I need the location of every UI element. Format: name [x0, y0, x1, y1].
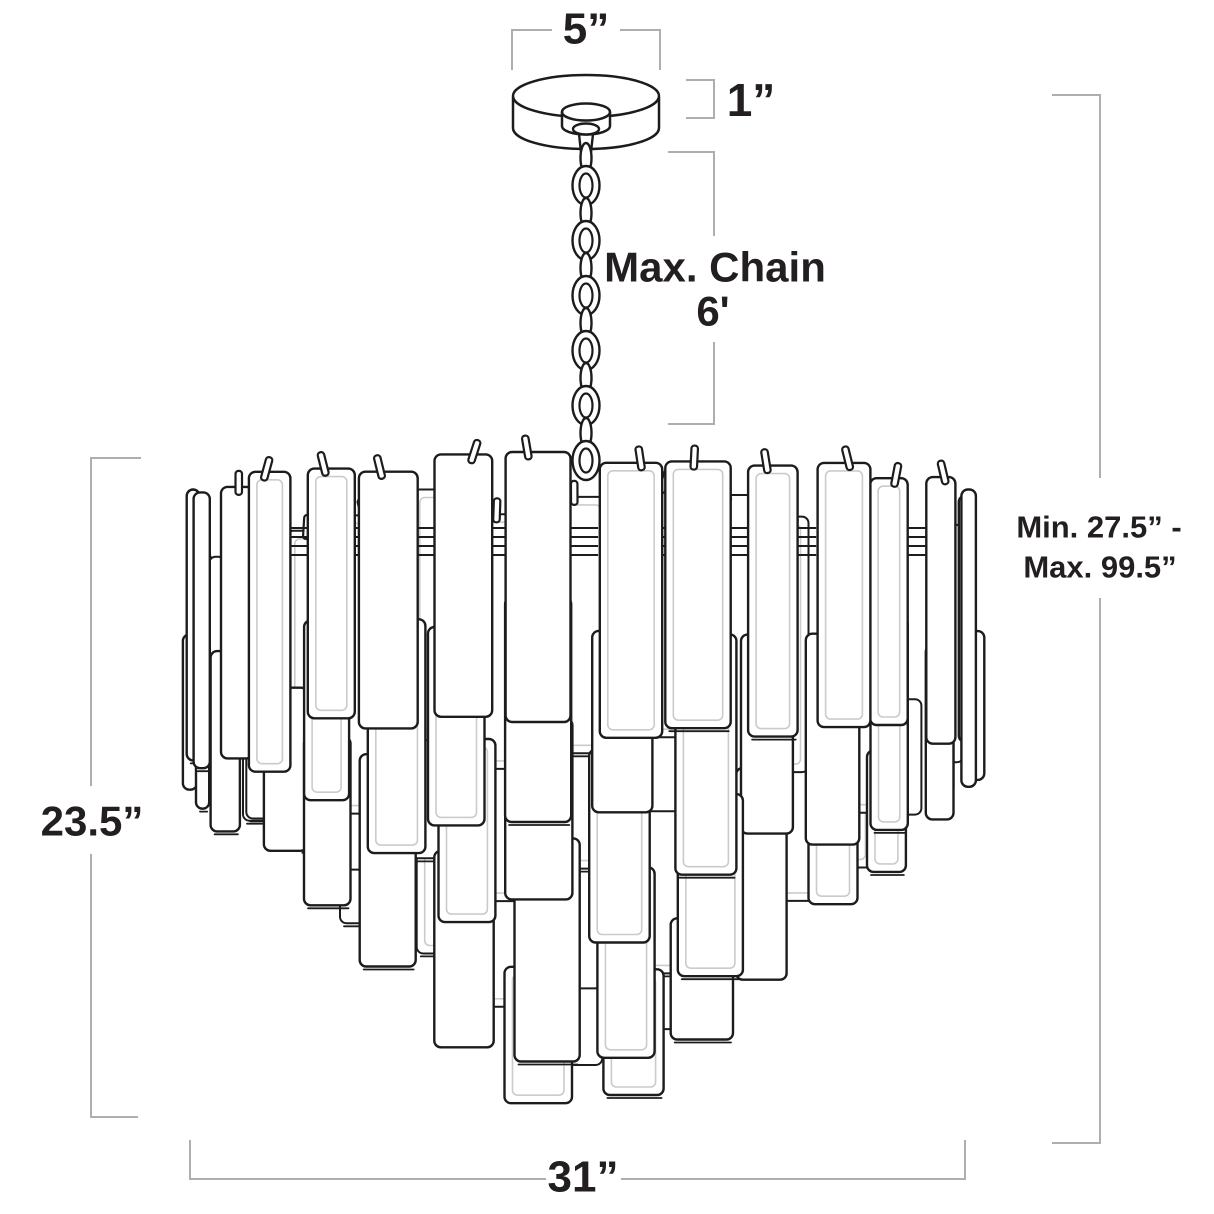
- glass-strip: [925, 475, 957, 745]
- hanging-pin: [372, 454, 386, 480]
- hanging-pin: [569, 479, 579, 506]
- max-chain-bracket: [668, 151, 715, 425]
- hanging-pin: [936, 459, 950, 486]
- glass-strip-inner-edge: [672, 468, 724, 721]
- canopy-collar-top: [560, 102, 612, 122]
- hanging-pin: [634, 445, 646, 472]
- canopy-height-bracket: [686, 79, 715, 119]
- hanging-chain: [571, 141, 601, 482]
- canopy-neck: [571, 122, 601, 136]
- hanging-height-label-line1: Min. 27.5” -: [1016, 510, 1181, 545]
- hanging-pin: [890, 461, 903, 488]
- canopy-height-label: 1”: [727, 74, 776, 126]
- glass-strip-body: [181, 434, 986, 1105]
- canopy-width-label: 5”: [563, 5, 609, 54]
- dimension-annotations: 5” 1” Max. Chain 6' Min. 27.5” - Max. 99…: [41, 5, 1182, 1202]
- chain-link-inner: [578, 447, 594, 474]
- canopy-width-bracket: [511, 29, 661, 70]
- glass-strip-inner-edge: [877, 485, 901, 718]
- glass-strip: [357, 470, 419, 730]
- hanging-pin: [259, 455, 274, 482]
- glass-strip: [306, 467, 356, 720]
- hanging-pin: [689, 444, 700, 471]
- glass-strip: [746, 464, 799, 738]
- glass-strip: [504, 450, 572, 724]
- hanging-pin: [492, 497, 502, 524]
- hanging-height-bracket: [1052, 94, 1101, 1144]
- glass-strip: [433, 453, 494, 718]
- hanging-pin: [467, 438, 482, 465]
- glass-strip-inner-edge: [755, 472, 791, 730]
- chandelier-line-art: [181, 73, 986, 1105]
- hanging-pin: [316, 451, 330, 477]
- glass-strip-inner-edge: [606, 469, 655, 731]
- hanging-pin: [234, 469, 244, 497]
- glass-strip: [816, 461, 872, 729]
- glass-strip: [192, 491, 212, 770]
- hanging-pin: [841, 445, 855, 472]
- glass-strip: [664, 460, 732, 730]
- hanging-pin: [760, 448, 772, 475]
- glass-strip: [960, 488, 978, 788]
- glass-strip: [598, 461, 664, 739]
- glass-strip-inner-edge: [256, 478, 284, 765]
- hanging-pin: [520, 434, 533, 461]
- fixture-height-bracket: [90, 457, 141, 1118]
- fixture-width-label: 31”: [548, 1153, 619, 1202]
- chain-link: [571, 439, 601, 482]
- glass-strip: [247, 470, 292, 773]
- hanging-height-label-line2: Max. 99.5”: [1023, 550, 1176, 585]
- glass-strip-inner-edge: [824, 470, 864, 720]
- canopy: [511, 73, 661, 153]
- max-chain-label-line2: 6': [696, 288, 729, 335]
- glass-strip-inner-edge: [314, 475, 348, 712]
- max-chain-label-line1: Max. Chain: [604, 244, 826, 291]
- fixture-width-bracket: [189, 1140, 966, 1180]
- glass-strip: [868, 477, 909, 727]
- fixture-height-label: 23.5”: [41, 798, 144, 845]
